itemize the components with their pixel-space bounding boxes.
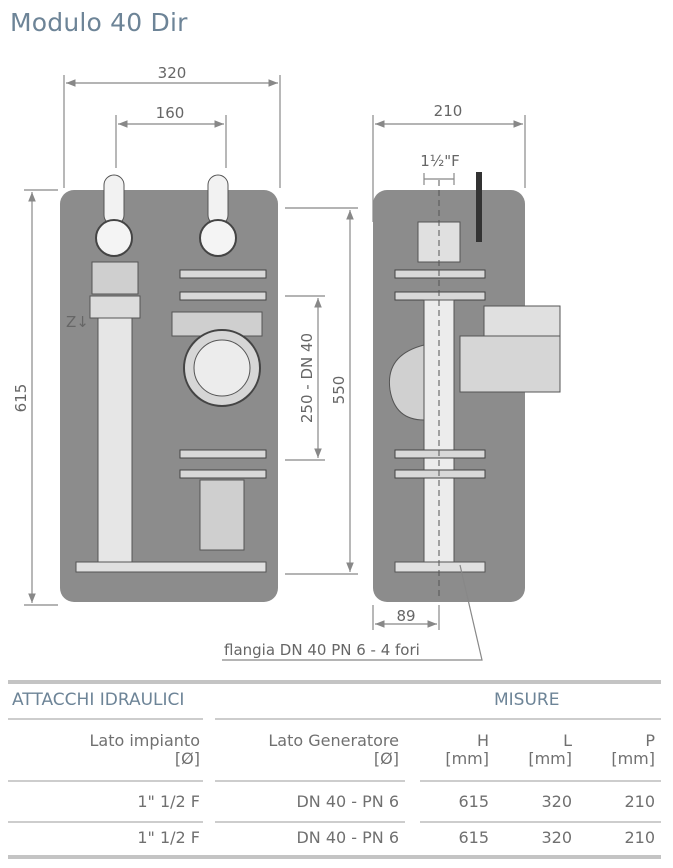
col-header-generator-side: Lato Generatore[Ø] <box>268 731 399 768</box>
front-dimensions <box>24 75 358 606</box>
col-header-l: L[mm] <box>528 731 572 768</box>
group-header-measures: MISURE <box>494 690 560 710</box>
dim-offset: 89 <box>396 607 415 625</box>
cell-h: 615 <box>458 792 489 811</box>
side-view <box>373 172 561 602</box>
cell-l: 320 <box>541 828 572 847</box>
dim-connection: 1½"F <box>420 152 460 170</box>
cell-l: 320 <box>541 792 572 811</box>
dim-height-inner: 550 <box>330 376 348 405</box>
front-view: Z↓ <box>60 174 278 602</box>
cell-plant-side: 1" 1/2 F <box>137 792 200 811</box>
technical-drawing: Z↓ 320 160 615 550 250 - DN 40 <box>12 64 561 661</box>
cell-p: 210 <box>624 792 655 811</box>
cell-generator-side: DN 40 - PN 6 <box>296 792 399 811</box>
page-title: Modulo 40 Dir <box>10 8 188 37</box>
dim-depth: 210 <box>434 102 463 120</box>
label-z: Z↓ <box>66 313 89 331</box>
col-header-plant-side: Lato impianto[Ø] <box>89 731 200 768</box>
flange-note: flangia DN 40 PN 6 - 4 fori <box>224 641 420 659</box>
cell-generator-side: DN 40 - PN 6 <box>296 828 399 847</box>
dim-width-total: 320 <box>158 64 187 82</box>
dim-width-inner: 160 <box>156 104 185 122</box>
side-dimensions <box>222 115 526 661</box>
dim-flange-distance: 250 - DN 40 <box>298 333 316 423</box>
cell-h: 615 <box>458 828 489 847</box>
col-header-h: H[mm] <box>445 731 489 768</box>
cell-plant-side: 1" 1/2 F <box>137 828 200 847</box>
col-header-p: P[mm] <box>611 731 655 768</box>
cell-p: 210 <box>624 828 655 847</box>
group-header-connections: ATTACCHI IDRAULICI <box>12 690 185 710</box>
dim-height-total: 615 <box>12 384 30 413</box>
